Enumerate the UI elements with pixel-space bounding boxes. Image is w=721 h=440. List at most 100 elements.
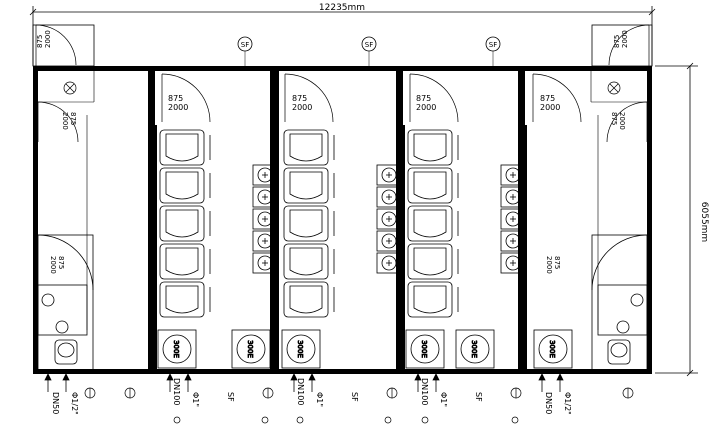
toilet-bowl [165,285,199,314]
toilet-bowl [413,209,447,238]
basin-bowl [257,233,273,249]
wash-basin [500,208,526,230]
heater-drum [162,334,192,364]
basin-outline [376,186,402,208]
door-width-label: 875 [69,112,77,125]
overall-width-dimension [29,6,656,66]
basin-bowl [257,167,273,183]
door-height-label: 2000 [540,103,560,112]
basin-outline [376,230,402,252]
basin-bowl [505,233,521,249]
lamp-icon [63,81,621,95]
pipe-labels: DN50 Φ1/2" DN100 Φ1" DN100 Φ1" DN100 Φ1"… [51,378,572,415]
toilet-stall [283,243,335,280]
entrance-door-frames [32,24,653,67]
toilet-stall [159,281,211,318]
wash-basin [376,208,402,230]
water-heater-label: 300E [548,340,556,358]
ground-symbols [84,387,634,399]
toilet-bowl [289,171,323,200]
door-width-label: 875 [168,94,183,103]
stall-seat [283,167,329,204]
toilet-bowl [289,209,323,238]
wash-basin [252,186,278,208]
basin-outline [500,208,526,230]
accessible-toilet-left [41,293,78,365]
pipe-label-half-inch: Φ1/2" [563,392,572,415]
toilet-bowl [165,209,199,238]
room-doors [161,73,582,123]
wash-basin [500,252,526,274]
basin-bowl [505,211,521,227]
basin-outline [376,164,402,186]
pipe-arrows [44,373,564,392]
door-width-label: 875 [57,256,65,269]
basin-outline [376,252,402,274]
stall-seat [407,129,453,166]
basin-outline [252,252,278,274]
drain-label-dn100: DN100 [172,378,181,405]
drain-label-dn50: DN50 [544,392,553,414]
stall-seat [283,129,329,166]
exhaust-fan-label: SF [474,392,483,402]
heater-drum [538,334,568,364]
stall-seat [159,281,205,318]
door-height-label: 2000 [618,112,626,130]
wash-basin [376,164,402,186]
door-width-label: 875 [416,94,431,103]
wash-basin [500,186,526,208]
door-height-label: 2000 [292,103,312,112]
basin-outline [252,208,278,230]
door-width-label: 875 [613,35,621,48]
heater-drum [410,334,440,364]
stall-seat [159,205,205,242]
toilet-stall [407,205,459,242]
door-height-label: 2000 [168,103,188,112]
pipe-label-1-inch: Φ1" [191,392,200,407]
water-heater-label: 300E [470,340,478,358]
basin-bowl [257,255,273,271]
basin-bowl [381,167,397,183]
door-width-label: 875 [553,256,561,269]
stall-seat [407,167,453,204]
water-heater-label: 300E [420,340,428,358]
toilet-bowl [289,247,323,276]
water-heater: 300E [281,329,321,369]
toilet-bowl [165,133,199,162]
stall-seat [283,281,329,318]
wash-basin [376,252,402,274]
exhaust-fan-label: SF [241,41,249,49]
door-width-label: 875 [36,35,44,48]
accessible-toilet-right [607,293,644,365]
basin-outline [500,230,526,252]
toilet-stall [283,205,335,242]
toilet-bowl [165,247,199,276]
pipe-label-half-inch: Φ1/2" [70,392,79,415]
exhaust-fan-label: SF [226,392,235,402]
shower-enclosure-right [591,234,648,371]
room-door-labels: 875 2000 875 2000 875 2000 875 2000 [168,94,560,112]
exhaust-fan-label: SF [350,392,359,402]
toilet-stall [407,281,459,318]
basin-bowl [505,255,521,271]
door-width-label: 875 [610,112,618,125]
heater-drum [460,334,490,364]
stall-seat [159,243,205,280]
basin-outline [252,230,278,252]
stall-seat [283,243,329,280]
door-height-label: 2000 [621,30,629,48]
heater-drum [286,334,316,364]
wash-basin [376,230,402,252]
stall-seat [159,167,205,204]
bottom-light-markers [173,416,519,424]
heater-tank [533,329,573,369]
basin-bowl [505,189,521,205]
corridor-door-right [606,101,648,143]
overall-depth-label: 6055mm [699,202,709,242]
water-heater: 300E [455,329,495,369]
overall-width-label: 12235mm [319,3,365,13]
toilet-bowl [413,247,447,276]
exhaust-fan-label: SF [489,41,497,49]
heater-tank [157,329,197,369]
